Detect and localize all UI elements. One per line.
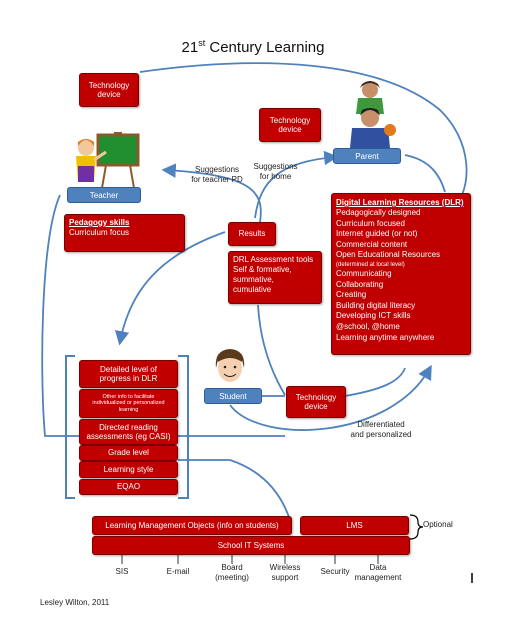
student-label: Student xyxy=(204,388,262,404)
dlr-item: Internet guided (or not) xyxy=(336,229,418,239)
data-item-progress: Detailed level of progress in DLR xyxy=(79,360,178,388)
system-data-management: Data management xyxy=(354,563,402,582)
dlr-item: Learning anytime anywhere xyxy=(336,332,435,342)
system-sis: SIS xyxy=(115,567,129,576)
system-security: Security xyxy=(320,567,350,576)
student-face-icon xyxy=(215,349,245,382)
school-it-box: School IT Systems xyxy=(92,536,410,555)
teacher-icon xyxy=(76,132,140,189)
data-item-reading: Directed reading assessments (eg CASI) xyxy=(79,419,178,445)
connector-assessment-student xyxy=(257,304,286,396)
arrow-to-data xyxy=(114,231,226,346)
optional-brace xyxy=(409,514,424,540)
connector-stack-lms xyxy=(178,459,291,521)
dlr-item: Communicating xyxy=(336,268,392,278)
lmo-box: Learning Management Objects (info on stu… xyxy=(92,516,292,535)
dlr-item: @school, @home xyxy=(336,321,400,331)
lms-box: LMS xyxy=(300,516,409,535)
dlr-item: Creating xyxy=(336,290,367,300)
bracket-left xyxy=(65,355,75,499)
data-item-other-info: Other info to facilitate individualized … xyxy=(79,389,178,418)
pedagogy-title: Pedagogy skills xyxy=(69,218,130,227)
arrow-to-parent xyxy=(254,150,339,219)
connector-top-arc xyxy=(139,62,468,196)
student-illustration xyxy=(212,346,248,386)
dlr-item: Developing ICT skills xyxy=(336,311,411,321)
dlr-item: Collaborating xyxy=(336,279,384,289)
system-board: Board (meeting) xyxy=(215,563,249,582)
data-item-grade: Grade level xyxy=(79,445,178,461)
results-box: Results xyxy=(228,222,276,246)
data-item-learning-style: Learning style xyxy=(79,461,178,478)
bracket-right xyxy=(178,355,189,499)
parent-label: Parent xyxy=(333,148,401,164)
technology-device-parent: Technology device xyxy=(259,108,321,142)
dlr-item: Open Educational Resources xyxy=(336,250,441,260)
parent-illustration xyxy=(340,78,400,148)
suggestions-teacher-pd: Suggestions for teacher PD xyxy=(191,165,243,184)
data-item-eqao: EQAO xyxy=(79,479,178,495)
optional-label: Optional xyxy=(423,520,453,529)
system-email: E-mail xyxy=(166,567,190,576)
dlr-item: Building digital literacy xyxy=(336,300,416,310)
dlr-item: Commercial content xyxy=(336,239,408,249)
teacher-label: Teacher xyxy=(67,187,141,203)
page-title: 21st Century Learning xyxy=(181,38,325,56)
drl-assessment-box: DRL Assessment tools Self & formative, s… xyxy=(228,251,322,304)
pedagogy-box: Pedagogy skills Curriculum focus xyxy=(64,214,185,252)
teacher-illustration xyxy=(70,132,142,190)
arrow-to-teacher xyxy=(161,163,262,223)
dlr-item-note: (determined at local level) xyxy=(336,261,405,268)
technology-device-top: Technology device xyxy=(79,73,139,107)
arrow-differentiated xyxy=(229,364,432,431)
system-wireless: Wireless support xyxy=(269,563,301,582)
dlr-title: Digital Learning Resources (DLR) xyxy=(336,198,464,207)
connector-parent-dlr xyxy=(404,154,446,193)
connector-device-dlr xyxy=(344,367,406,397)
connector-left-loop xyxy=(41,194,285,437)
suggestions-home: Suggestions for home xyxy=(253,162,298,181)
technology-device-student: Technology device xyxy=(286,386,346,418)
pedagogy-line: Curriculum focus xyxy=(69,228,130,238)
dlr-box: Digital Learning Resources (DLR) Pedagog… xyxy=(331,193,471,355)
dlr-item: Pedagogically designed xyxy=(336,208,421,217)
parent-icon xyxy=(350,81,396,148)
differentiated-label: Differentiated and personalized xyxy=(350,420,412,439)
author-credit: Lesley Wilton, 2011 xyxy=(40,598,110,607)
dlr-list: Pedagogically designed Curriculum focuse… xyxy=(336,208,466,343)
dlr-item: Curriculum focused xyxy=(336,218,405,228)
